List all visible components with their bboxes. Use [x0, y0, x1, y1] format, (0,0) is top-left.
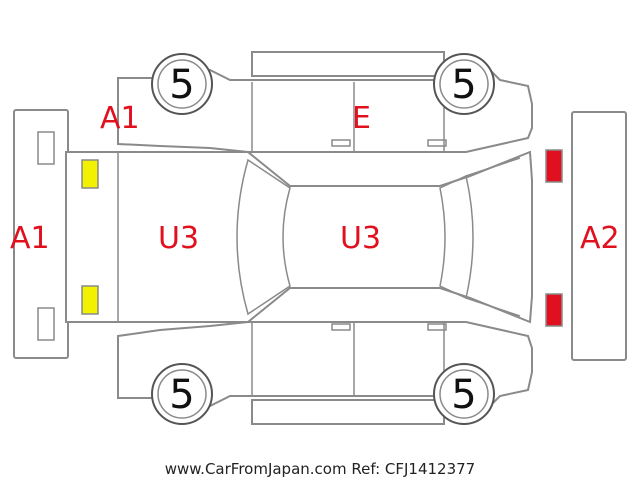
- footer-reference: www.CarFromJapan.com Ref: CFJ1412377: [165, 460, 475, 478]
- wheel-top-left: 5: [151, 53, 213, 115]
- lower-side-body: [117, 321, 533, 425]
- mark-u3-hood: U3: [158, 221, 199, 256]
- mark-e-roof-side: E: [352, 101, 371, 136]
- wheel-number-top-left: 5: [169, 62, 194, 108]
- mark-a1-front-fender: A1: [100, 101, 140, 136]
- upper-side-body: [117, 51, 533, 153]
- rear-bumper: [571, 111, 627, 361]
- mark-u3-roof: U3: [340, 221, 381, 256]
- wheel-top-right: 5: [433, 53, 495, 115]
- headlight-left: [81, 159, 99, 189]
- taillight-right: [545, 293, 563, 327]
- wheel-number-top-right: 5: [451, 62, 476, 108]
- top-view-body: [65, 150, 533, 324]
- mark-a2-rear-bumper: A2: [580, 221, 620, 256]
- wheel-bottom-right: 5: [433, 363, 495, 425]
- wheel-bottom-left: 5: [151, 363, 213, 425]
- wheel-number-bottom-right: 5: [451, 372, 476, 418]
- taillight-left: [545, 149, 563, 183]
- headlight-right: [81, 285, 99, 315]
- mark-a1-front-bumper: A1: [10, 221, 50, 256]
- wheel-number-bottom-left: 5: [169, 372, 194, 418]
